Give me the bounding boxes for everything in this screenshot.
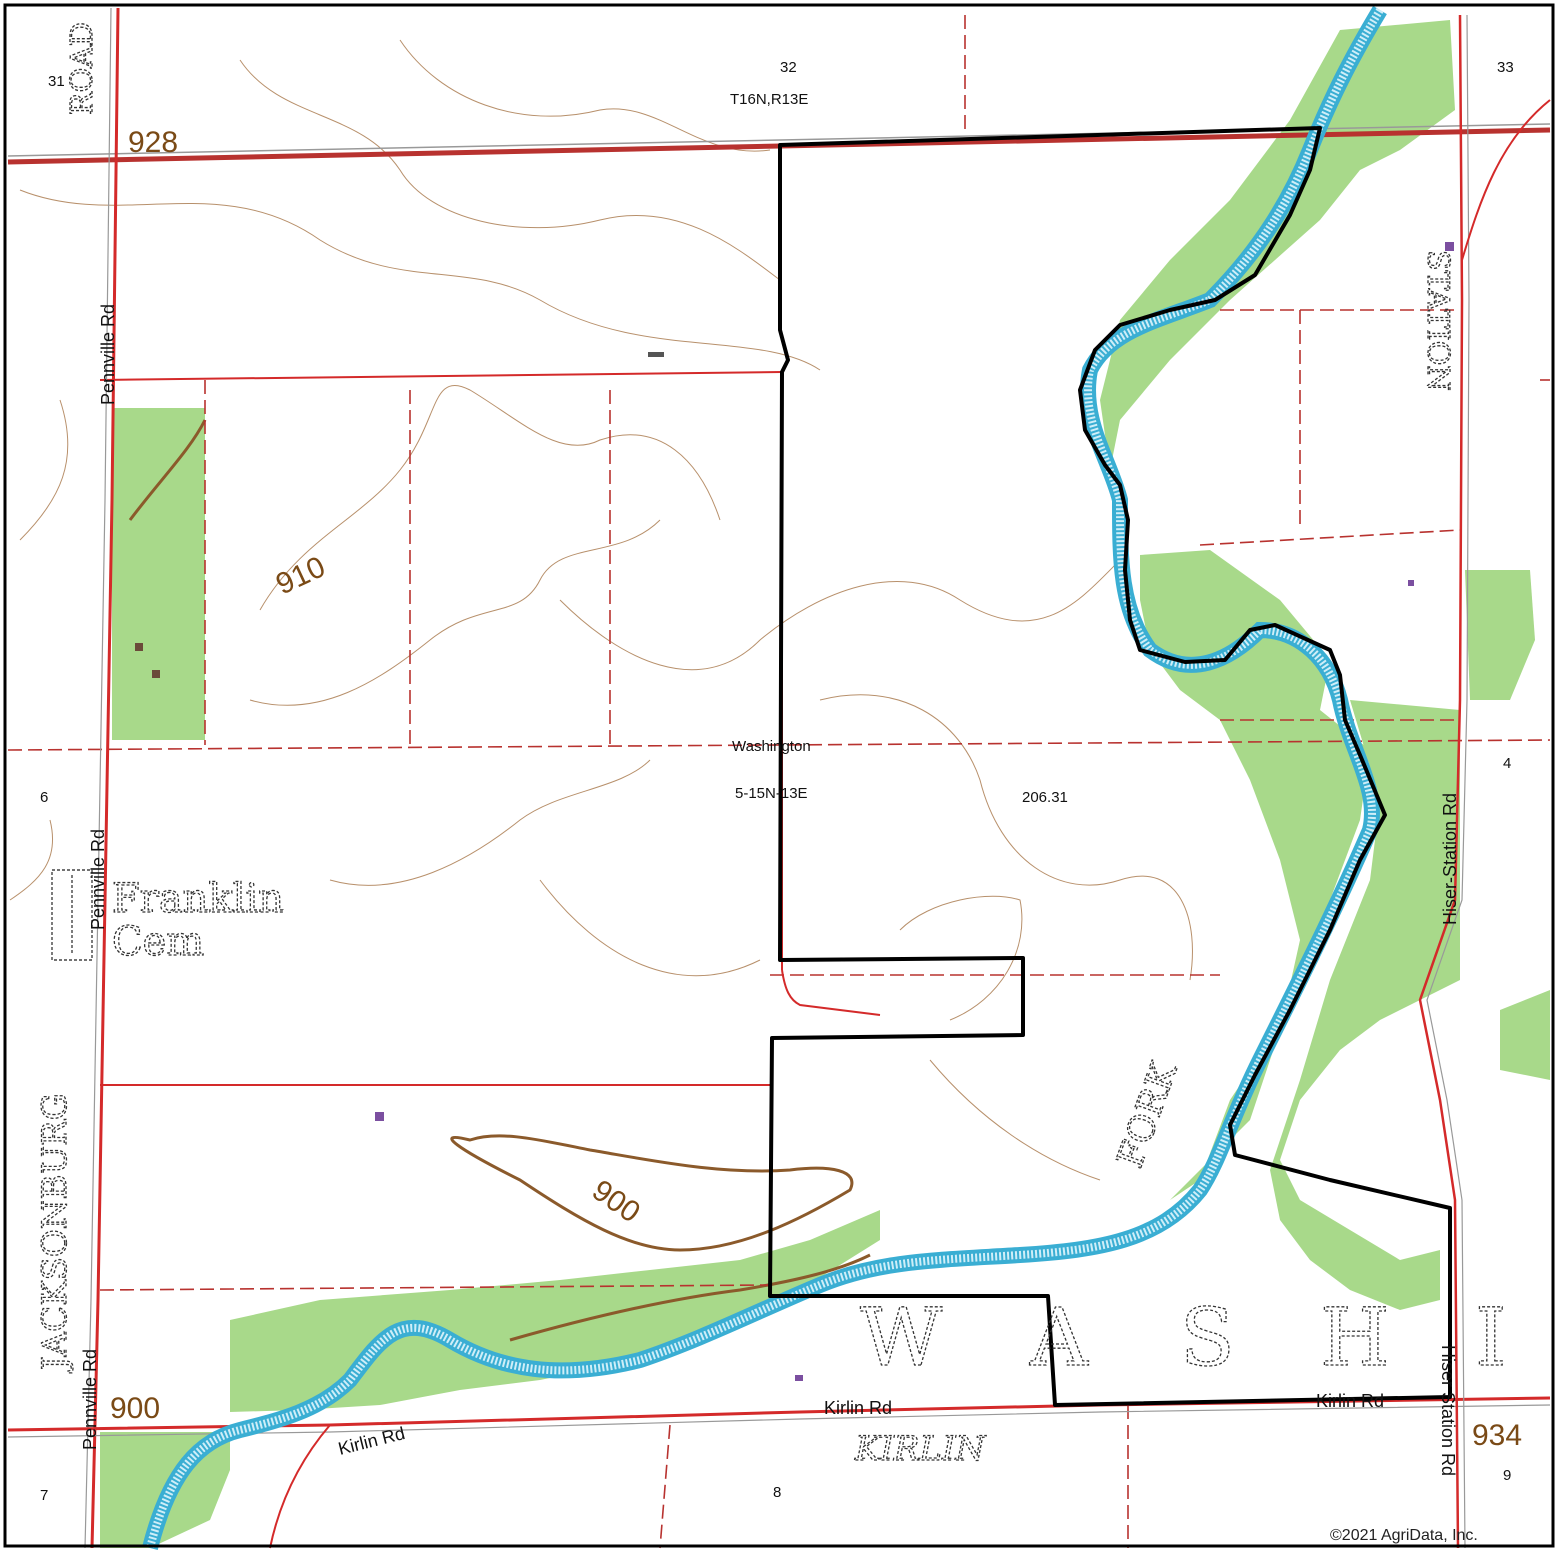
section-7: 7 (40, 1487, 48, 1504)
road-ne-branch (1461, 99, 1551, 261)
section-33: 33 (1497, 59, 1514, 76)
township-label: T16N,R13E (730, 91, 808, 108)
acreage-label[interactable]: 206.31 (1022, 789, 1068, 806)
wash-letter-h: H (1320, 1291, 1390, 1384)
building (1445, 242, 1454, 251)
section-numbers: 31 32 33 6 4 7 8 9 (40, 59, 1514, 1504)
kirlin-rd-label-east: Kirlin Rd (1316, 1391, 1384, 1411)
contour-label-934: 934 (1472, 1419, 1522, 1452)
contour-label-928: 928 (128, 126, 178, 159)
section-9: 9 (1503, 1467, 1511, 1484)
contour-line (239, 59, 781, 281)
building (135, 643, 143, 651)
hiser-station-rd (1418, 14, 1464, 1549)
contour-line (929, 1059, 1101, 1181)
contour-line (19, 399, 69, 541)
woods-river-east (1270, 700, 1460, 1310)
franklin-label: Franklin (112, 876, 284, 922)
property-labels: T16N,R13E Washington 5-15N-13E 206.31 (730, 91, 1068, 806)
wash-letter-a: A (1029, 1291, 1089, 1384)
kirlin-rd-label-west: Kirlin Rd (336, 1423, 407, 1459)
section-4: 4 (1503, 755, 1511, 772)
pennville-rd (90, 7, 120, 1549)
cemetery-box (51, 869, 93, 961)
cem-label: Cem (112, 919, 204, 965)
pennville-rd-edge (84, 7, 112, 1549)
section-name-label: Washington (732, 738, 811, 755)
section-31: 31 (48, 73, 65, 90)
buildings (135, 242, 1454, 1381)
jacksonburg-label: JACKSONBURG (35, 1093, 75, 1373)
pennville-rd-label-middle: Pennville Rd (88, 829, 108, 930)
section-8: 8 (773, 1484, 781, 1501)
woods-river-north (1100, 20, 1455, 470)
cemetery-symbol (51, 869, 93, 961)
woods-east-edge (1465, 570, 1535, 700)
building (152, 670, 160, 678)
contour-910-curve (128, 419, 207, 521)
woods-south-band (230, 1210, 880, 1412)
hiser-station-rd-label-south: Hiser Station Rd (1438, 1345, 1458, 1476)
contour-label-900-sw: 900 (110, 1392, 160, 1425)
contour-line (19, 189, 821, 371)
copyright-text: ©2021 AgriData, Inc. (1330, 1527, 1478, 1544)
river (142, 5, 1387, 1550)
contour-line (329, 759, 651, 886)
wash-letter-w: W (860, 1291, 942, 1384)
hiser-station-rd-edge (1426, 14, 1470, 1549)
building (1408, 580, 1414, 586)
map-border (3, 3, 1555, 1548)
contour-line (819, 694, 1193, 981)
building (375, 1112, 384, 1121)
road-sw-branch (269, 1424, 331, 1549)
contour-line (9, 819, 54, 901)
contour-line (899, 895, 1023, 1021)
woods-east-lower (1500, 990, 1550, 1080)
woods-west-strip (112, 408, 205, 740)
section-line (1199, 529, 1461, 546)
contour-line (399, 39, 771, 152)
station-label: STATION (1420, 250, 1455, 392)
contour-line (559, 559, 1121, 671)
pennville-rd-label-south: Pennville Rd (80, 1349, 100, 1450)
stylized-labels: JACKSONBURG ROAD STATION KIRLIN W A S H … (34, 21, 1507, 1469)
hiser-station-rd-label-north: Hiser-Station Rd (1440, 793, 1460, 925)
road-label: ROAD (65, 22, 100, 115)
river-center (146, 7, 1384, 1549)
section-line (99, 1284, 771, 1291)
driveway (781, 969, 881, 1016)
section-6: 6 (40, 789, 48, 806)
contour-line (249, 519, 661, 706)
section-line (659, 1424, 671, 1549)
building (648, 352, 664, 357)
property-boundary[interactable] (768, 126, 1452, 1407)
contour-900-south (509, 1253, 871, 1342)
section-code-label: 5-15N-13E (735, 785, 808, 802)
kirlin-rd-label-middle: Kirlin Rd (824, 1398, 892, 1418)
section-32: 32 (780, 59, 797, 76)
fork-label: FORK (1110, 1056, 1186, 1173)
road-line-370 (99, 371, 783, 381)
contour-index-lines (128, 419, 871, 1342)
woods-river-middle (1140, 550, 1370, 1200)
kirlin-big-label: KIRLIN (854, 1429, 986, 1469)
pennville-rd-label-north: Pennville Rd (98, 304, 118, 405)
building (795, 1375, 803, 1381)
contour-line (259, 384, 721, 611)
contour-line (539, 879, 761, 977)
contour-900-loop (450, 1134, 854, 1252)
wash-letter-i: I (1475, 1291, 1507, 1384)
contour-lines (9, 39, 1193, 1181)
contour-label-900: 900 (586, 1174, 646, 1230)
wash-letter-s: S (1180, 1291, 1235, 1384)
contour-label-910: 910 (271, 550, 330, 601)
